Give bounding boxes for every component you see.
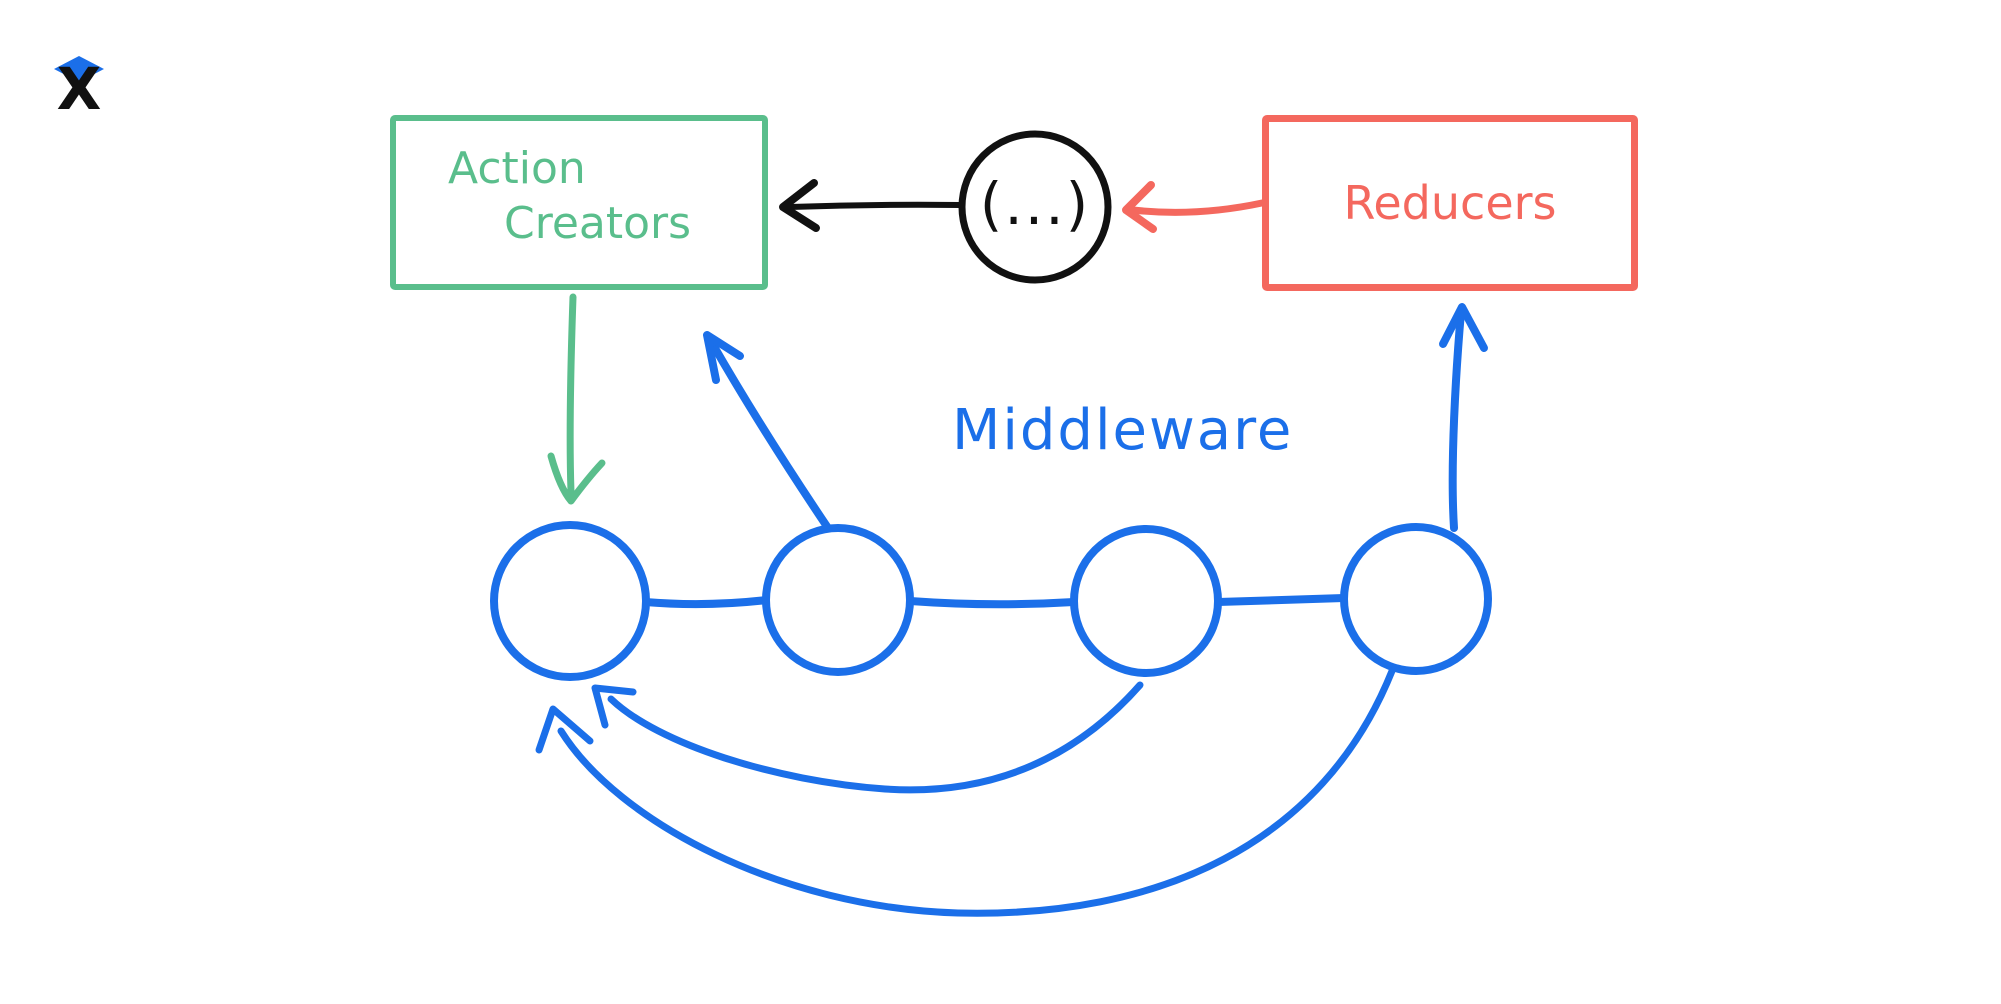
arrow-actioncreators-to-node1-head: [547, 452, 606, 505]
connector-node2-node3: [906, 597, 1078, 609]
return-arc-node4-to-node1: [557, 667, 1396, 917]
middleware-node-2: [762, 524, 914, 676]
logo: X: [48, 52, 118, 132]
reducers-label: Reducers: [1343, 176, 1557, 230]
arrow-node2-up-left-head: [703, 331, 744, 384]
middleware-node-3: [1070, 525, 1222, 677]
action-creators-label-line2: Creators: [504, 198, 692, 249]
arrow-reducers-to-dispatch-head: [1122, 181, 1157, 233]
reducers-box: Reducers: [1262, 115, 1638, 291]
arrow-reducers-to-dispatch-shaft: [1129, 199, 1266, 216]
return-arc-node4-head: [535, 705, 594, 754]
middleware-label: Middleware: [952, 398, 1294, 463]
connector-node3-node4: [1214, 594, 1348, 606]
connector-node1-node2: [641, 596, 771, 609]
action-creators-label-line1: Action: [448, 143, 586, 194]
arrow-node2-up-left-shaft: [708, 339, 832, 532]
dispatch-circle: [958, 130, 1112, 284]
middleware-node-1: [490, 521, 650, 681]
logo-letter: X: [56, 55, 102, 123]
arrow-node4-to-reducers-shaft: [1448, 308, 1465, 532]
middleware-node-4: [1340, 523, 1492, 675]
arrow-dispatch-to-actioncreators-head: [779, 179, 820, 232]
return-arc-node3-head: [591, 684, 637, 729]
dispatch-ellipsis-label: (...): [979, 170, 1091, 238]
arrow-actioncreators-to-node1-shaft: [566, 293, 577, 496]
arrow-node4-to-reducers-head: [1439, 303, 1488, 352]
arrow-dispatch-to-actioncreators-shaft: [787, 201, 964, 210]
return-arc-node3-to-node1: [607, 681, 1144, 794]
action-creators-box: Action Creators: [390, 115, 768, 290]
